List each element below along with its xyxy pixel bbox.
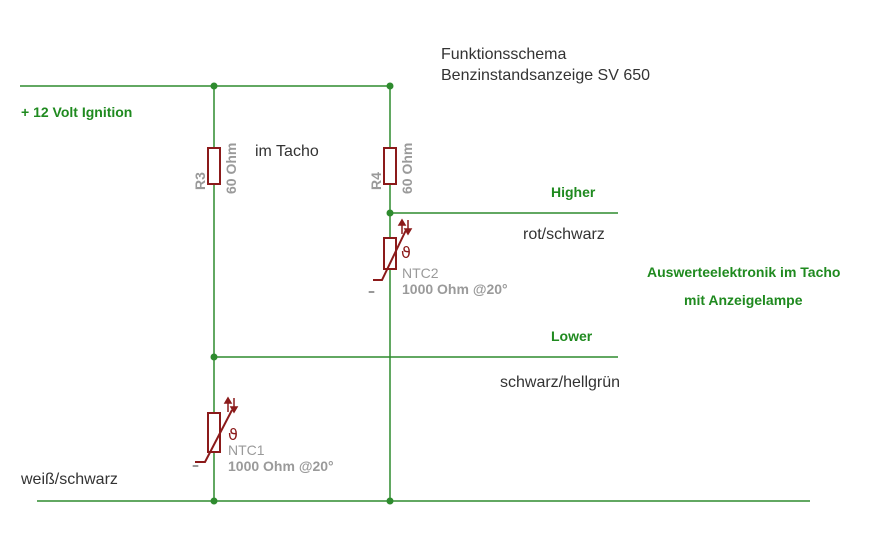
- thermistor-ntc2-body: [383, 237, 397, 270]
- resistor-r4-name: R4: [368, 172, 384, 190]
- electronics-label-line2: mit Anzeigelampe: [684, 292, 803, 308]
- diagram-title-line1: Funktionsschema: [441, 46, 566, 63]
- thermistor-ntc2-value: 1000 Ohm @20°: [402, 281, 508, 297]
- diagram-title-line2: Benzinstandsanzeige SV 650: [441, 67, 650, 84]
- junction-dot: [210, 82, 218, 90]
- wire-weiss-schwarz-label: weiß/schwarz: [20, 471, 118, 488]
- thermistor-ntc2-theta-icon: ϑ: [401, 243, 411, 262]
- resistor-r3-name: R3: [192, 172, 208, 190]
- resistor-r4-value: 60 Ohm: [399, 143, 415, 194]
- resistor-r4-body: [383, 147, 397, 185]
- resistor-r4: R4 60 Ohm: [368, 143, 415, 194]
- thermistor-ntc1-theta-icon: ϑ: [228, 425, 238, 444]
- junction-dot: [210, 353, 218, 361]
- thermistor-ntc1-minus: –: [192, 458, 199, 474]
- resistor-r3: R3 60 Ohm: [192, 143, 239, 194]
- junctions: [210, 82, 394, 505]
- higher-label: Higher: [551, 184, 596, 200]
- junction-dot: [386, 497, 394, 505]
- wire-schwarz-hellgruen-label: schwarz/hellgrün: [500, 374, 620, 391]
- supply-label: + 12 Volt Ignition: [21, 104, 132, 120]
- thermistor-ntc2-name: NTC2: [402, 265, 439, 281]
- wire-rot-schwarz-label: rot/schwarz: [523, 226, 605, 243]
- thermistor-ntc1-arrows-icon: [223, 396, 239, 414]
- lower-label: Lower: [551, 328, 593, 344]
- thermistor-ntc1-name: NTC1: [228, 442, 265, 458]
- thermistor-ntc2-arrows-icon: [397, 218, 413, 236]
- wires: [20, 85, 810, 502]
- resistor-r3-value: 60 Ohm: [223, 143, 239, 194]
- thermistor-ntc1: ϑ – NTC1 1000 Ohm @20°: [192, 396, 334, 474]
- thermistor-ntc1-slash: [195, 409, 233, 463]
- thermistor-ntc2-slash: [373, 229, 407, 281]
- junction-dot: [386, 82, 394, 90]
- resistor-r3-body: [207, 147, 221, 185]
- thermistor-ntc2: ϑ – NTC2 1000 Ohm @20°: [368, 218, 508, 300]
- junction-dot: [210, 497, 218, 505]
- electronics-label-line1: Auswerteelektronik im Tacho: [647, 264, 840, 280]
- thermistor-ntc1-value: 1000 Ohm @20°: [228, 458, 334, 474]
- junction-dot: [386, 209, 394, 217]
- im-tacho-label: im Tacho: [255, 143, 319, 160]
- thermistor-ntc2-minus: –: [368, 284, 375, 300]
